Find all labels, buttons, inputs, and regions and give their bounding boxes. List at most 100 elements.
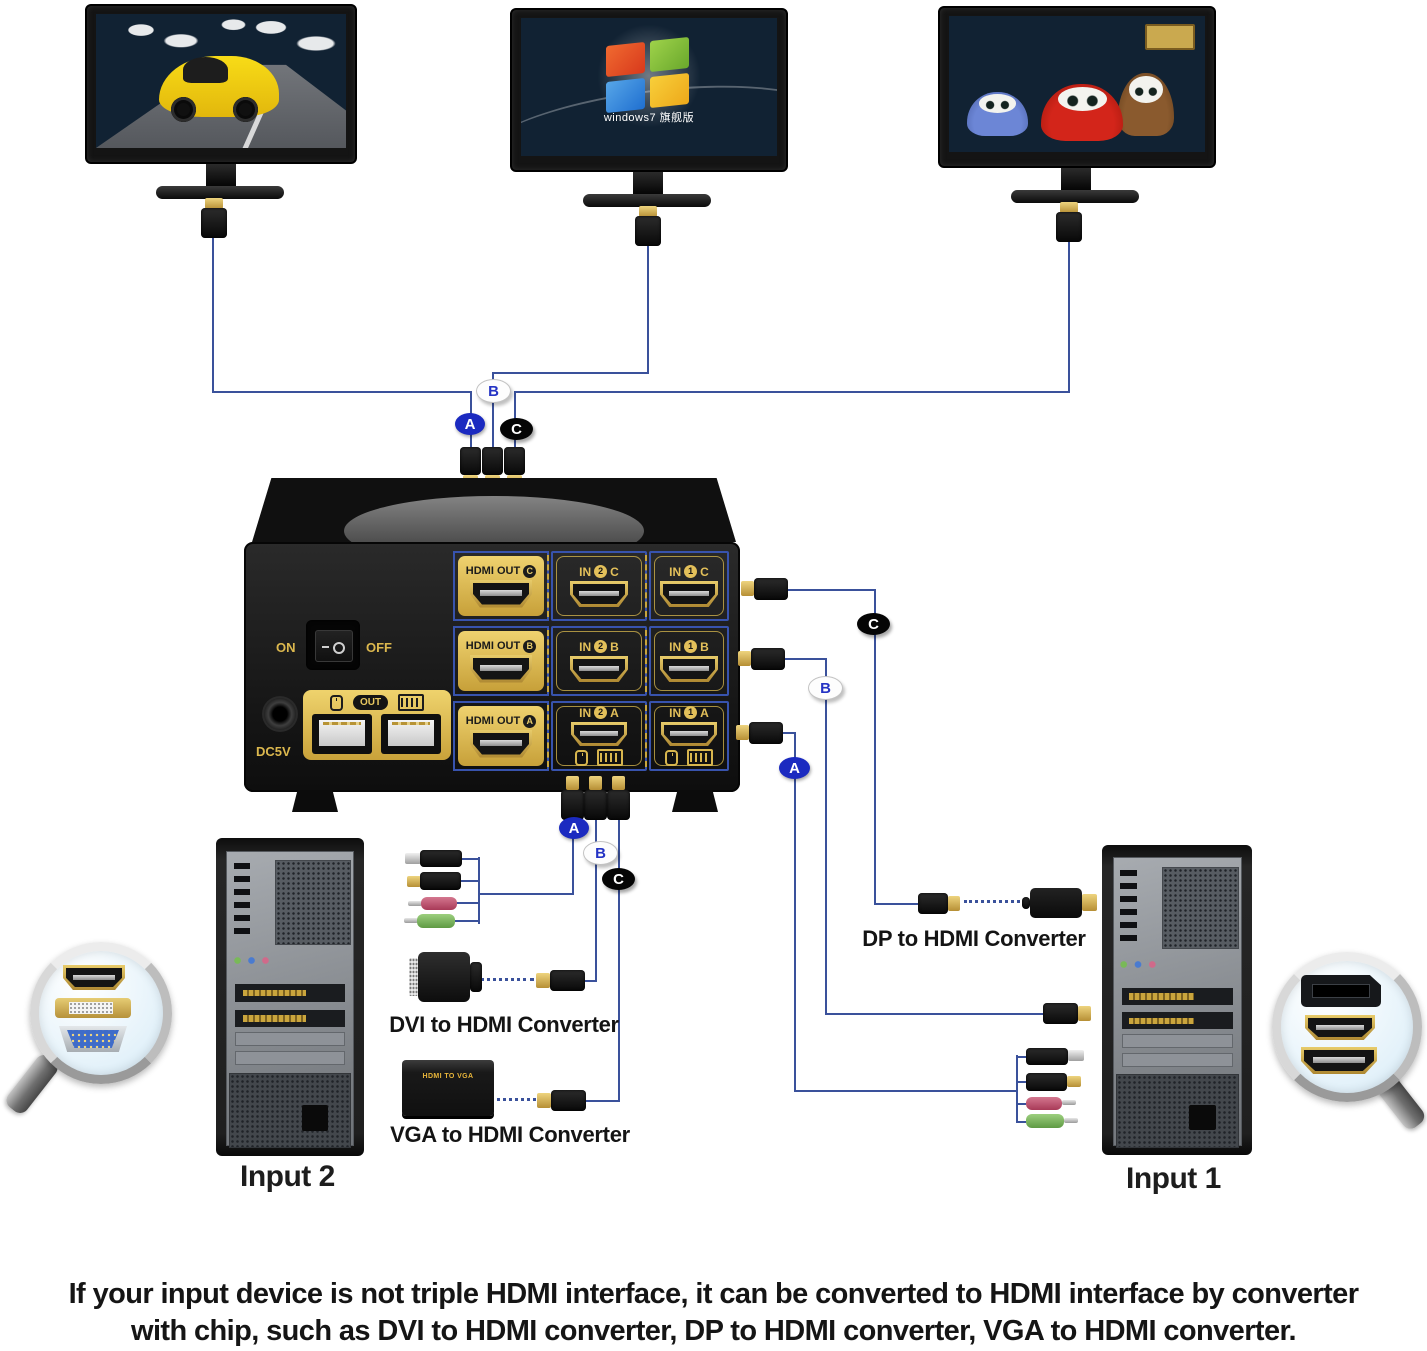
hdmi-plug-tip [1078,1006,1091,1021]
windows7-caption: windows7 旗舰版 [603,112,695,125]
hdmi-out-label: HDMI OUT [465,564,521,577]
hdmi-port [470,729,532,758]
hdmi-plug-tip [639,206,657,217]
windows-logo [590,22,708,129]
jack-pin [408,901,422,906]
vga-converter-label: VGA to HDMI Converter [390,1122,630,1147]
cable-b [492,372,494,453]
hdmi-port-icon [63,965,125,990]
input1-label: Input 1 [1126,1162,1221,1195]
monitor-c-hdmi-plug [1056,212,1082,242]
hdmi-port-icon [1305,1015,1375,1040]
jack-pin [404,918,418,923]
windows-pane-blue [606,77,645,114]
cable-a-input1 [794,732,796,1092]
hdmi-port [661,722,717,746]
in2a-plug [561,790,584,820]
dashed-separator [645,555,647,617]
monitor-a-stand [206,164,236,186]
cable-c-input1 [874,903,918,905]
in-label: IN [669,564,682,579]
monitor-a [85,4,357,164]
cable-a-input2 [572,820,574,895]
wheel [170,96,196,123]
vga-port-icon [59,1026,127,1052]
port-letter: A [700,705,709,720]
hdmi-plug-tip [1082,894,1097,911]
hdmi-plug [551,1090,586,1111]
hdmi-plug-tip [741,581,754,596]
bundle-stub [460,880,479,882]
cable-c-input2 [618,820,620,1102]
rocker-key [315,630,353,662]
dp-to-hdmi-adapter [1030,888,1082,918]
dashed-separator [547,555,549,617]
dp-converter-label: DP to HDMI Converter [862,926,1086,951]
bundle-stub [461,858,479,860]
hdmi-port [470,579,532,608]
usb-tongue [319,720,365,746]
cable-b-input1 [825,1013,1043,1015]
usb-plug-tip [405,853,421,864]
dotted-connection [480,978,534,981]
monitor-b-base [583,194,711,207]
hdmi-plug-tip [536,973,550,988]
mouse-icon [665,749,678,766]
yellow-sports-car [158,55,279,123]
bundle-stub [1016,1121,1026,1123]
windows-pane-red [606,41,645,78]
bundle-stub [456,902,479,904]
blue-car [966,92,1029,136]
monitor-c-screen-cars-movie [949,16,1205,152]
in-label: IN [579,564,592,579]
cable-c-input2 [586,1100,619,1102]
cable-tag-a: A [455,413,485,435]
circle-number: 1 [684,706,698,719]
in1b-plug [751,648,785,670]
usb-plug-tip [1068,1050,1084,1061]
cable-b-input1 [825,658,827,1015]
cable-a-input1 [783,732,796,734]
cable-a-input2 [479,893,574,895]
cable-c-input1 [874,589,876,905]
hdmi-out-a-plug [460,447,481,475]
red-race-car [1041,84,1124,142]
hdmi-port [570,656,628,682]
footer-note: If your input device is not triple HDMI … [0,1276,1427,1349]
circle-number: 1 [684,640,698,653]
dashed-separator [547,630,549,692]
hdmi-plug-tip [407,876,421,887]
bundle-stub [1016,1081,1026,1083]
circle-number: 2 [594,640,608,653]
port-letter: A [610,705,619,720]
cable-a-input1 [794,1090,1018,1092]
mic-jack-pink [1026,1097,1062,1110]
usb-tongue [388,720,434,746]
bundle-bracket [1016,1055,1018,1123]
jack-pin [1062,1100,1076,1105]
hdmi-plug [918,893,948,914]
usb-out-panel: OUT [303,690,451,760]
hdmi-plug [1043,1003,1078,1024]
hdmi-port [570,581,628,607]
bundle-stub [454,920,479,922]
power-switch [306,620,360,670]
monitor-b-hdmi-plug [635,216,661,246]
hdmi-port [660,581,718,607]
circle-letter: A [523,714,537,728]
cable-tag-c: C [500,418,533,440]
usb-out-badge: OUT [352,695,389,710]
kvm-foot [672,790,718,812]
circle-letter: B [523,639,537,653]
cable-c [514,391,1070,393]
circle-letter: C [523,564,537,578]
